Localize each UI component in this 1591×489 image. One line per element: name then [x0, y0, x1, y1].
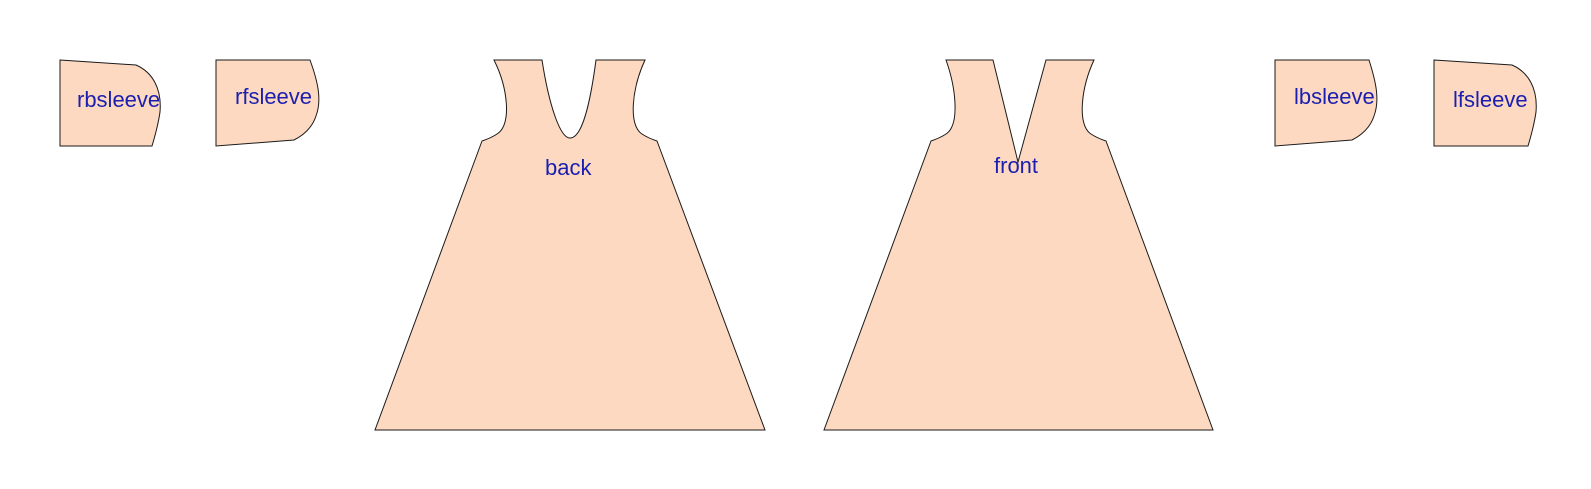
lbsleeve-label: lbsleeve	[1294, 84, 1375, 109]
piece-lbsleeve[interactable]: lbsleeve	[1274, 59, 1378, 147]
back-label: back	[545, 155, 592, 180]
piece-rfsleeve[interactable]: rfsleeve	[215, 59, 320, 147]
piece-back[interactable]: back	[374, 59, 766, 431]
piece-front[interactable]: front	[823, 59, 1214, 431]
piece-lfsleeve[interactable]: lfsleeve	[1433, 59, 1537, 147]
back-outline	[374, 59, 766, 431]
rfsleeve-label: rfsleeve	[235, 84, 312, 109]
lbsleeve-outline	[1274, 59, 1378, 147]
rfsleeve-outline	[215, 59, 320, 147]
piece-rbsleeve[interactable]: rbsleeve	[59, 59, 161, 147]
lfsleeve-outline	[1433, 59, 1537, 147]
rbsleeve-outline	[59, 59, 161, 147]
front-outline	[823, 59, 1214, 431]
lfsleeve-label: lfsleeve	[1453, 87, 1528, 112]
rbsleeve-label: rbsleeve	[77, 87, 160, 112]
front-label: front	[994, 153, 1038, 178]
